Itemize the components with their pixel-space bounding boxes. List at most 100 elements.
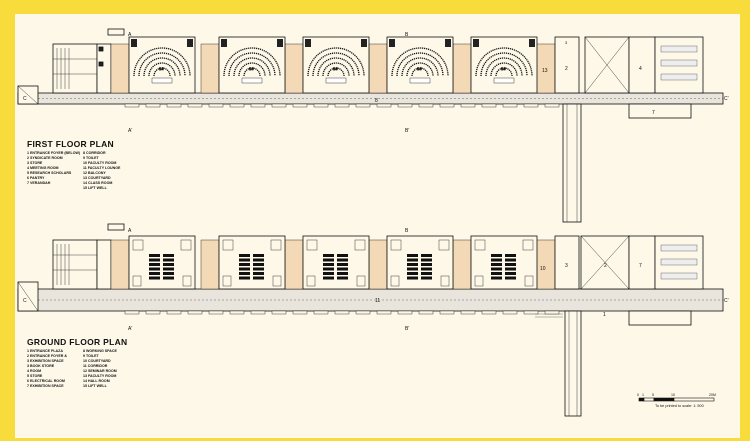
first-floor-legend-col-1: 1 ENTRANCE FOYER (BELOW)2 SYNDICATE ROOM… xyxy=(27,151,81,186)
ground-floor-courtyard-3 xyxy=(284,239,304,290)
ground-floor-legend-item: 6 ELECTRICAL ROOM xyxy=(27,379,65,383)
section-mark-b-bottom: B' xyxy=(405,128,409,134)
ground-floor-legend-item: 11 CORRIDOR xyxy=(83,364,108,368)
first-floor-plan: 14 14 14 14 14 xyxy=(17,28,724,223)
first-floor-classroom: 14 xyxy=(218,36,286,94)
ff-syndicate-number: 2 xyxy=(565,66,568,72)
ground-floor-legend-item: 8 WORKING SPACE xyxy=(83,349,117,353)
first-floor-legend-item: 8 CORRIDOR xyxy=(83,151,106,155)
first-floor-legend-item: 11 FACULTY LOUNGE xyxy=(83,166,121,170)
first-floor-courtyard-1 xyxy=(110,43,130,94)
first-floor-legend-item: 5 RESEARCH SCHOLARS xyxy=(27,171,72,175)
first-floor-legend: 1 ENTRANCE FOYER (BELOW)2 SYNDICATE ROOM… xyxy=(27,151,137,196)
first-floor-legend-item: 2 SYNDICATE ROOM xyxy=(27,156,63,160)
ground-floor-legend-item: 10 COURTYARD xyxy=(83,359,111,363)
first-floor-courtyard-5 xyxy=(452,43,472,94)
ground-floor-legend-item: 5 STORE xyxy=(27,374,43,378)
ground-floor-legend-item: 1 ENTRANCE PLAZA xyxy=(27,349,63,353)
scale-bar: 0 1 5 10 20M xyxy=(637,393,716,402)
ff-corridor-number: 8 xyxy=(375,98,378,104)
gf-foyer-number: 2 xyxy=(604,263,607,269)
ground-floor-seminar-room xyxy=(302,235,370,290)
scale-tick-0: 0 xyxy=(637,393,639,397)
gf-section-mark-c-left: C xyxy=(23,298,27,304)
first-floor-classroom: 14 xyxy=(470,36,538,94)
ground-floor-legend-item: 14 HALL ROOM xyxy=(83,379,110,383)
gf-exhibition-number: 7 xyxy=(639,263,642,269)
ground-floor-legend-item: 7 EXHIBITION SPACE xyxy=(27,384,64,388)
first-floor-bridge xyxy=(562,103,582,223)
ground-floor-legend-item: 13 FACULTY ROOM xyxy=(83,374,117,378)
ff-store-number: 3 xyxy=(565,40,568,45)
ground-floor-legend-item: 3 EXHIBITION SPACE xyxy=(27,359,64,363)
ground-floor-plan xyxy=(17,223,724,417)
gf-section-mark-a-top: A xyxy=(128,228,132,234)
scale-tick-10: 10 xyxy=(671,393,675,397)
ff-meeting-number: 4 xyxy=(639,66,642,72)
first-floor-stair-block xyxy=(52,43,98,94)
section-mark-c-left: C xyxy=(23,96,27,102)
ground-floor-courtyard-5 xyxy=(452,239,472,290)
first-floor-title: FIRST FLOOR PLAN xyxy=(27,139,114,149)
ground-floor-legend-item: 12 SEMINAR ROOM xyxy=(83,369,117,373)
ground-floor-courtyard-4 xyxy=(368,239,388,290)
first-floor-courtyard-2 xyxy=(200,43,220,94)
ground-floor-legend-item: 3 BOOK STORE xyxy=(27,364,55,368)
ground-floor-stair-block xyxy=(52,239,98,290)
first-floor-legend-item: 10 FACULTY ROOM xyxy=(83,161,117,165)
ff-courtyard-number: 13 xyxy=(542,68,548,74)
first-floor-courtyard-4 xyxy=(368,43,388,94)
first-floor-syndicate-room xyxy=(554,36,580,94)
ground-floor-ramp xyxy=(564,310,582,417)
gf-section-mark-b-top: B xyxy=(405,228,409,234)
gf-corridor-number: 11 xyxy=(375,298,380,304)
section-mark-b-top: B xyxy=(405,32,409,38)
ff-classroom-number: 14 xyxy=(333,66,338,71)
first-floor-legend-item: 1 ENTRANCE FOYER (BELOW) xyxy=(27,151,81,155)
first-floor-courtyard-3 xyxy=(284,43,304,94)
first-floor-classroom: 14 xyxy=(386,36,454,94)
ground-floor-legend-item: 15 LIFT WELL xyxy=(83,384,107,388)
first-floor-legend-item: 3 STORE xyxy=(27,161,43,165)
ground-floor-exhibition-left xyxy=(628,235,656,290)
first-floor-meeting-room xyxy=(628,36,656,94)
ground-floor-legend-item: 9 TOILET xyxy=(83,354,99,358)
first-floor-legend-item: 9 TOILET xyxy=(83,156,99,160)
first-floor-legend-item: 12 BALCONY xyxy=(83,171,106,175)
ground-floor-canopy xyxy=(107,223,125,231)
ground-floor-legend-item: 4 ROOM xyxy=(27,369,42,373)
section-mark-a-top: A xyxy=(128,32,132,38)
gf-bookstore-number: 3 xyxy=(565,263,568,269)
gf-courtyard-number: 10 xyxy=(540,266,546,272)
first-floor-classroom: 14 xyxy=(128,36,196,94)
scale-tick-20: 20M xyxy=(709,393,716,397)
ground-floor-toilet-block xyxy=(96,239,112,290)
ground-floor-courtyard-6 xyxy=(534,239,556,290)
ground-floor-title: GROUND FLOOR PLAN xyxy=(27,337,128,347)
ff-classroom-number: 14 xyxy=(417,66,422,71)
ground-floor-courtyard-2 xyxy=(200,239,220,290)
ground-floor-courtyard-1 xyxy=(110,239,130,290)
ground-floor-seminar-room xyxy=(386,235,454,290)
scale-note: To be printed to scale: 1: 500 xyxy=(655,404,704,408)
gf-section-mark-a-bottom: A' xyxy=(128,326,132,332)
ground-floor-seminar-room xyxy=(470,235,538,290)
first-floor-legend-item: 4 MEETING ROOM xyxy=(27,166,59,170)
gf-section-mark-c-right: C' xyxy=(724,298,729,304)
ground-floor-legend-item: 2 ENTRANCE FOYER & xyxy=(27,354,67,358)
ground-floor-seminar-room xyxy=(218,235,286,290)
ground-floor-book-store xyxy=(554,235,580,290)
scale-tick-1: 1 xyxy=(642,393,644,397)
ff-verandah-number: 7 xyxy=(652,110,655,116)
gf-entrance-number: 1 xyxy=(603,312,606,318)
ff-classroom-number: 14 xyxy=(249,66,254,71)
gf-section-mark-b-bottom: B' xyxy=(405,326,409,332)
first-floor-classroom: 14 xyxy=(302,36,370,94)
scale-tick-5: 5 xyxy=(652,393,654,397)
ff-classroom-number: 14 xyxy=(501,66,506,71)
